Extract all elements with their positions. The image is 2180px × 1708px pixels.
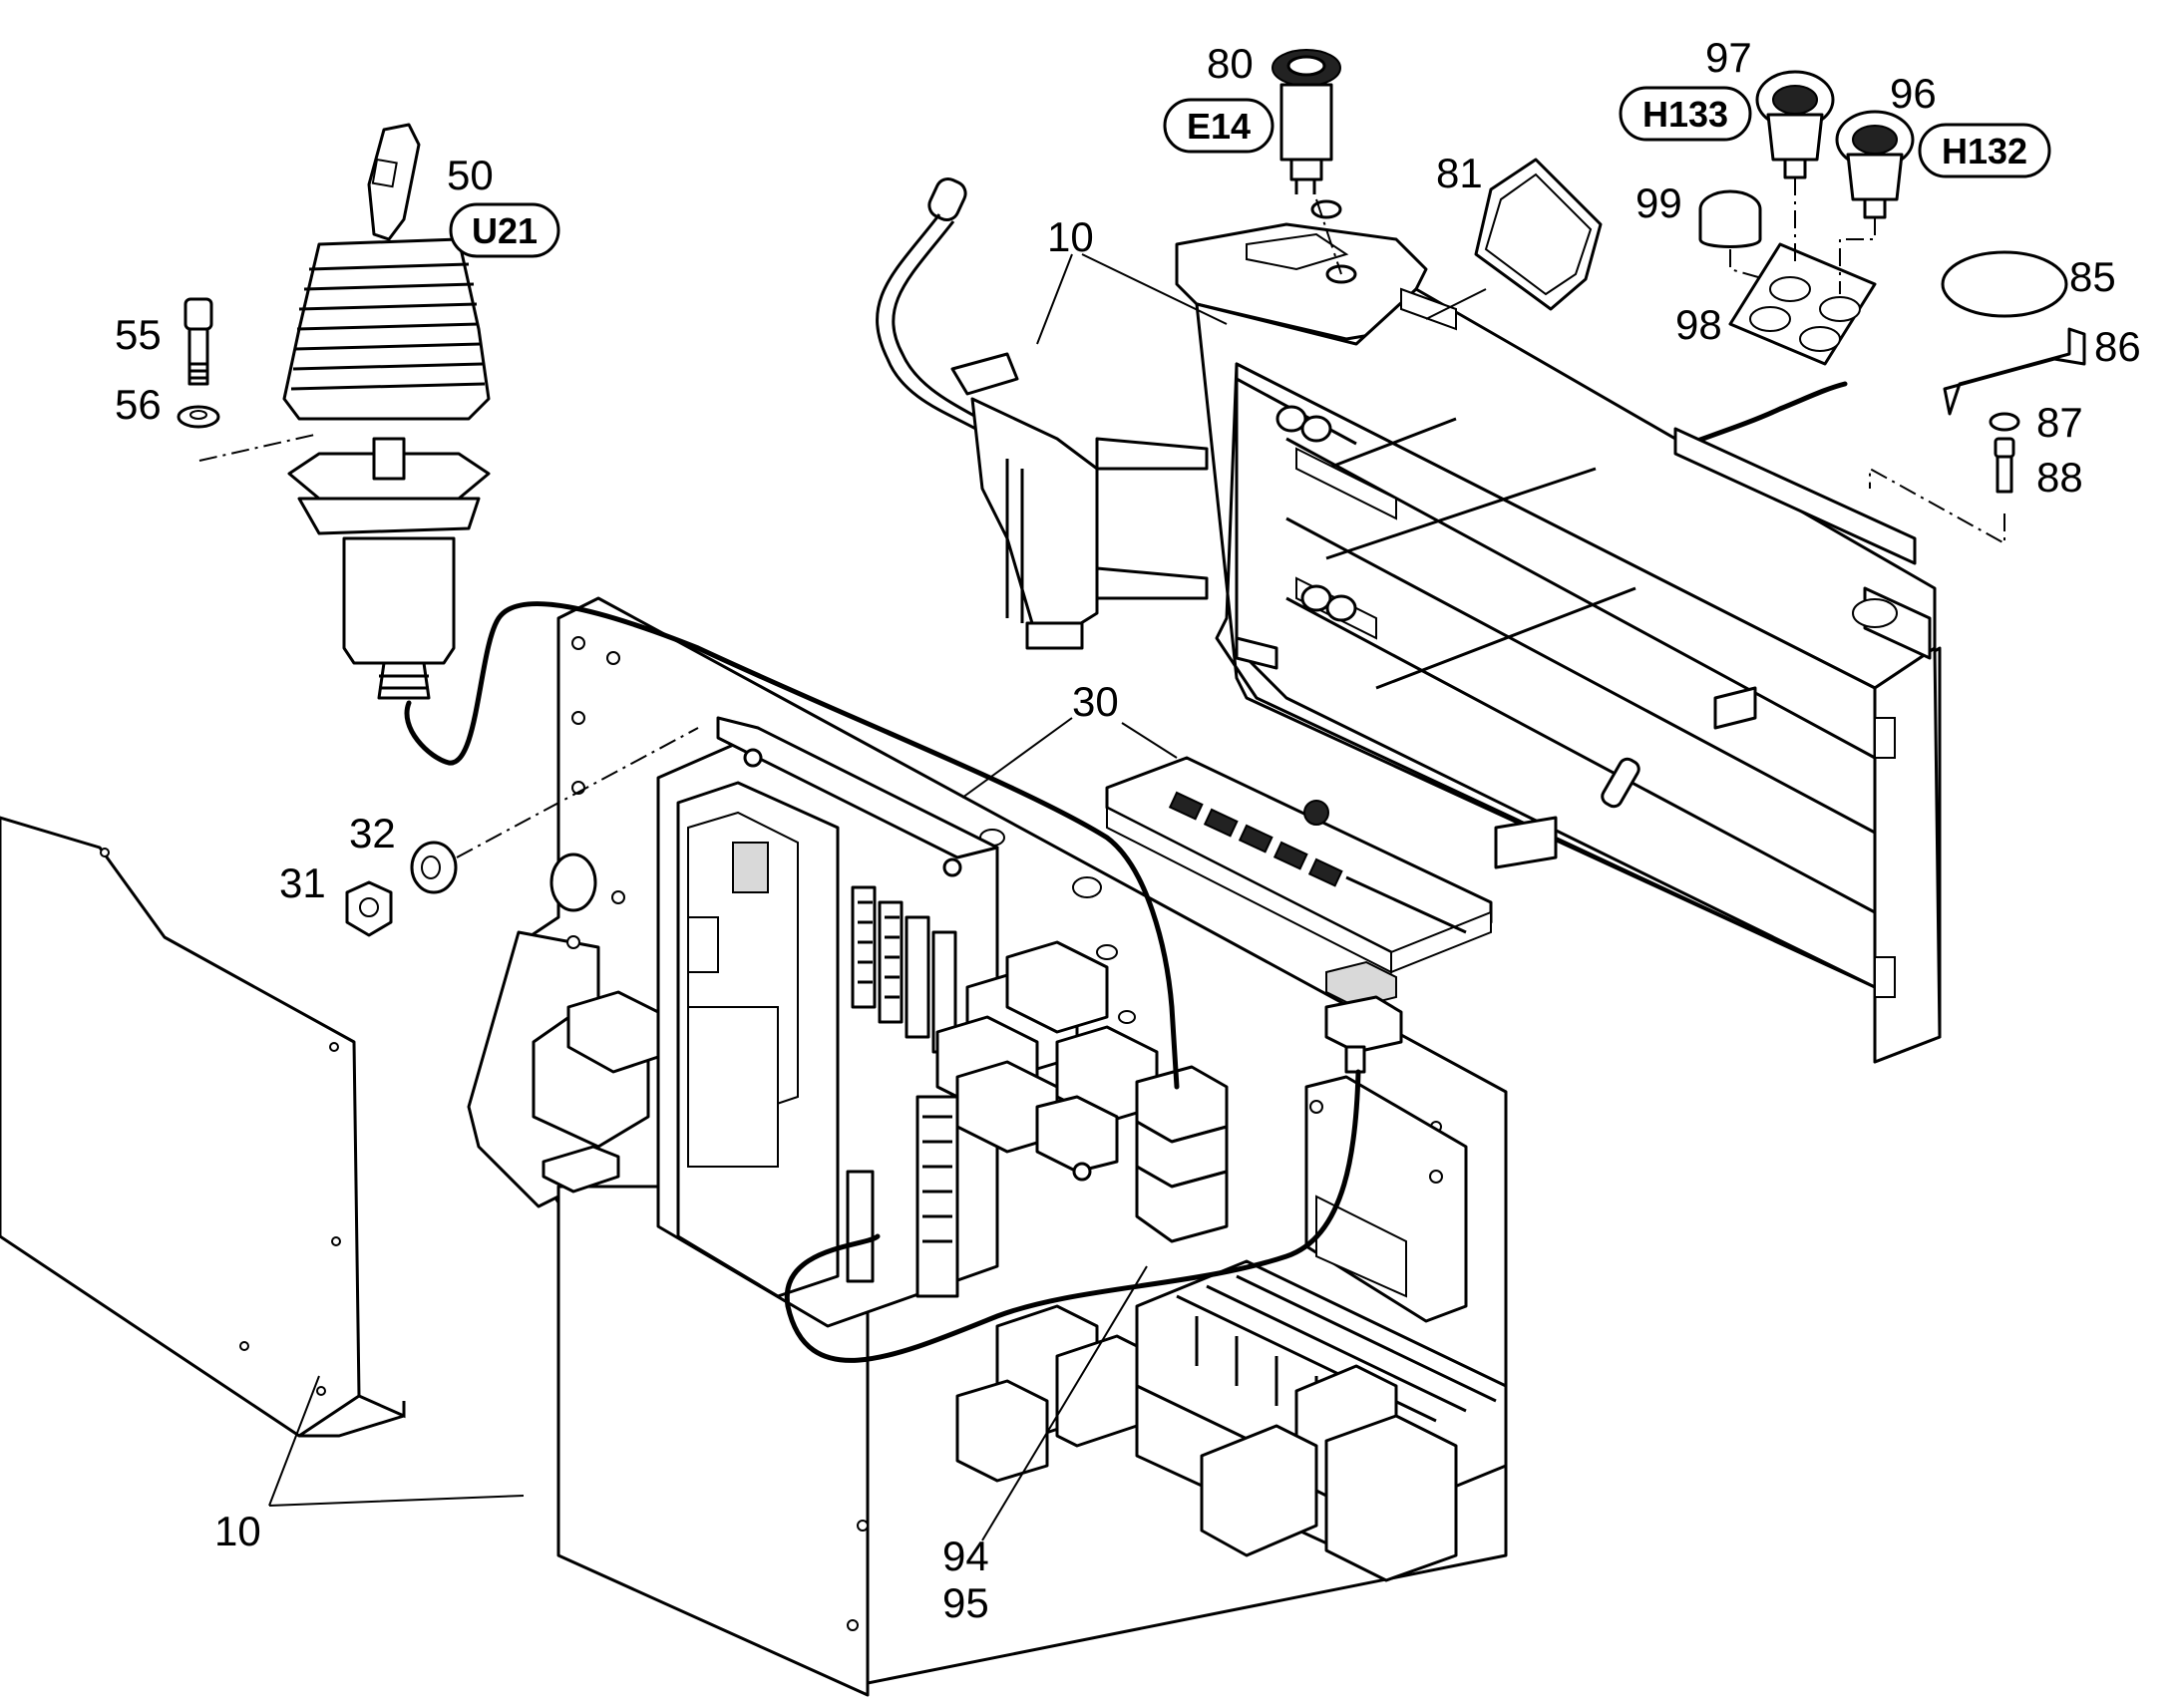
leader-94 <box>981 1265 1148 1541</box>
washer-32 <box>410 841 458 894</box>
lower-modules <box>955 1304 1139 1483</box>
label-99: 99 <box>1635 179 1682 226</box>
washer-56 <box>177 405 220 429</box>
left-side-panel <box>0 816 406 1438</box>
bracket-86 <box>1943 327 2086 416</box>
cover-85 <box>1941 250 2068 318</box>
controller-module <box>656 716 999 1328</box>
relays <box>935 940 1159 1182</box>
label-50: 50 <box>447 152 494 198</box>
washer-87 <box>1989 412 2020 432</box>
blanking-plug-99 <box>1698 189 1762 248</box>
svg-text:U21: U21 <box>472 210 538 251</box>
connector-block <box>1135 1065 1229 1243</box>
label-88: 88 <box>2036 454 2083 501</box>
leader-81 <box>1425 288 1487 320</box>
label-30: 30 <box>1072 678 1119 725</box>
label-81: 81 <box>1436 150 1483 196</box>
tag-h132: H132 <box>1918 123 2051 178</box>
label-97: 97 <box>1705 34 1752 81</box>
terminal-blocks <box>846 885 959 1298</box>
lever-assembly <box>876 176 1209 650</box>
joystick-50 <box>282 123 491 700</box>
tag-u21: U21 <box>449 202 560 258</box>
indicator-96 <box>1835 110 1915 219</box>
svg-text:E14: E14 <box>1187 106 1251 147</box>
label-95: 95 <box>942 1579 989 1626</box>
mounting-plate-98 <box>1728 242 1877 366</box>
label-98: 98 <box>1675 301 1722 348</box>
side-relay <box>532 990 660 1194</box>
leader-30 <box>961 717 1178 799</box>
assembly-line-55 <box>198 433 320 462</box>
svg-text:H132: H132 <box>1942 131 2027 171</box>
assembly-line-88 <box>1869 467 2005 545</box>
nut-31 <box>345 880 393 937</box>
label-96: 96 <box>1890 70 1937 117</box>
lamp-80 <box>1272 49 1341 194</box>
assembly-line-31 <box>456 727 699 858</box>
indicator-97 <box>1755 70 1835 179</box>
label-32: 32 <box>349 810 396 856</box>
label-80: 80 <box>1207 40 1254 87</box>
bottom-terminal-rack <box>1135 1259 1508 1582</box>
label-10-top: 10 <box>1047 213 1094 260</box>
label-87: 87 <box>2036 399 2083 446</box>
leader-10-bottom <box>268 1375 525 1507</box>
assembly-line-80 <box>1315 198 1342 275</box>
display-81 <box>1474 158 1603 311</box>
pcb-board <box>1304 1075 1468 1323</box>
leader-10-top <box>1036 253 1228 345</box>
tag-e14: E14 <box>1163 98 1274 154</box>
bolt-88 <box>1994 437 2015 494</box>
pcb-cover-30 <box>1105 756 1493 974</box>
tag-h133: H133 <box>1619 86 1752 142</box>
bolt-55 <box>183 297 213 386</box>
svg-text:H133: H133 <box>1642 94 1728 135</box>
label-94: 94 <box>942 1533 989 1579</box>
label-10-bottom: 10 <box>214 1508 261 1554</box>
label-85: 85 <box>2069 253 2116 300</box>
label-55: 55 <box>115 311 162 358</box>
label-31: 31 <box>279 859 326 906</box>
assembly-lines-98 <box>1729 177 1876 294</box>
label-56: 56 <box>115 381 162 428</box>
d-sub-connector <box>1324 960 1403 1074</box>
label-86: 86 <box>2094 323 2141 370</box>
console-housing <box>1175 199 1942 1064</box>
